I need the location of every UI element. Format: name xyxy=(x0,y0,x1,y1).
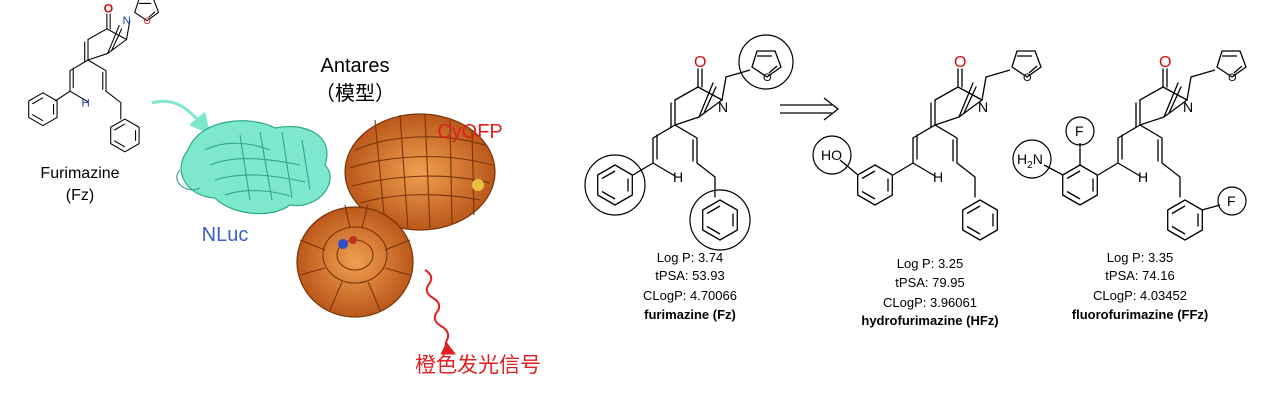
highlight-circle xyxy=(812,135,852,175)
atom-nh: H xyxy=(933,169,943,185)
compound-props-fz: Log P: 3.74 tPSA: 53.93 CLogP: 4.70066 f… xyxy=(643,250,737,322)
complex-subtitle: （模型） xyxy=(315,82,395,105)
highlight-circle xyxy=(689,189,751,251)
highlight-circle xyxy=(1065,116,1095,146)
clogp-value: CLogP: 3.96061 xyxy=(883,295,977,310)
compound-name: hydrofurimazine (HFz) xyxy=(861,313,998,328)
logp-value: Log P: 3.35 xyxy=(1107,250,1174,265)
logp-value: Log P: 3.25 xyxy=(897,256,964,271)
cyofp-label: CyOFP xyxy=(437,121,503,143)
cyofp-protein-2 xyxy=(296,204,414,318)
atom-o-furan: O xyxy=(1228,72,1237,84)
atom-f: F xyxy=(1227,193,1236,209)
left-panel: O N H O Furimazine (Fz) Antares （模型） xyxy=(28,0,541,377)
highlight-circle xyxy=(738,34,794,90)
emission-label: 橙色发光信号 xyxy=(415,354,541,377)
clogp-value: CLogP: 4.03452 xyxy=(1093,288,1187,303)
hydrofurimazine-structure: O N H O HO xyxy=(812,50,1042,241)
substrate-name: Furimazine xyxy=(40,165,119,182)
atom-o: O xyxy=(694,54,706,71)
atom-n: N xyxy=(978,99,988,115)
clogp-value: CLogP: 4.70066 xyxy=(643,288,737,303)
nluc-label: NLuc xyxy=(202,224,249,246)
implies-arrow xyxy=(780,97,840,121)
furimazine-small-structure: O N H O xyxy=(28,0,160,153)
atom-o: O xyxy=(104,1,114,15)
atom-n: N xyxy=(718,99,728,115)
cyofp-protein xyxy=(344,113,496,231)
substrate-arrow xyxy=(151,99,211,135)
atom-nh: H xyxy=(673,169,683,185)
atom-h2n: H2N xyxy=(1017,151,1043,171)
highlight-circle xyxy=(584,154,646,216)
tpsa-value: tPSA: 53.93 xyxy=(655,268,724,283)
atom-nh: H xyxy=(1138,169,1148,185)
atom-o-furan: O xyxy=(1023,72,1032,84)
furimazine-structure: O N H O xyxy=(584,34,794,251)
fluorofurimazine-structure: O N H O F H2N F xyxy=(1012,50,1247,241)
compound-name: furimazine (Fz) xyxy=(644,307,736,322)
compound-name: fluorofurimazine (FFz) xyxy=(1072,307,1209,322)
atom-o: O xyxy=(954,54,966,71)
highlight-circle xyxy=(1012,139,1052,179)
atom-f: F xyxy=(1075,123,1084,139)
highlight-circle xyxy=(1217,186,1247,216)
compound-props-hfz: Log P: 3.25 tPSA: 79.95 CLogP: 3.96061 h… xyxy=(861,256,998,328)
atom-ho: HO xyxy=(821,147,842,163)
right-panel: O N H O O N H O xyxy=(584,34,1247,328)
compound-props-ffz: Log P: 3.35 tPSA: 74.16 CLogP: 4.03452 f… xyxy=(1072,250,1209,322)
tpsa-value: tPSA: 74.16 xyxy=(1105,268,1174,283)
atom-nh: H xyxy=(81,98,89,110)
nluc-protein xyxy=(176,120,331,215)
atom-o-furan: O xyxy=(763,72,772,84)
tpsa-value: tPSA: 79.95 xyxy=(895,275,964,290)
atom-o-furan: O xyxy=(144,16,151,26)
emission-arrow xyxy=(424,269,457,355)
complex-title: Antares xyxy=(321,55,390,77)
atom-n: N xyxy=(122,15,130,27)
atom-o: O xyxy=(1159,54,1171,71)
logp-value: Log P: 3.74 xyxy=(657,250,724,265)
atom-n: N xyxy=(1183,99,1193,115)
substrate-abbr: (Fz) xyxy=(66,187,94,204)
